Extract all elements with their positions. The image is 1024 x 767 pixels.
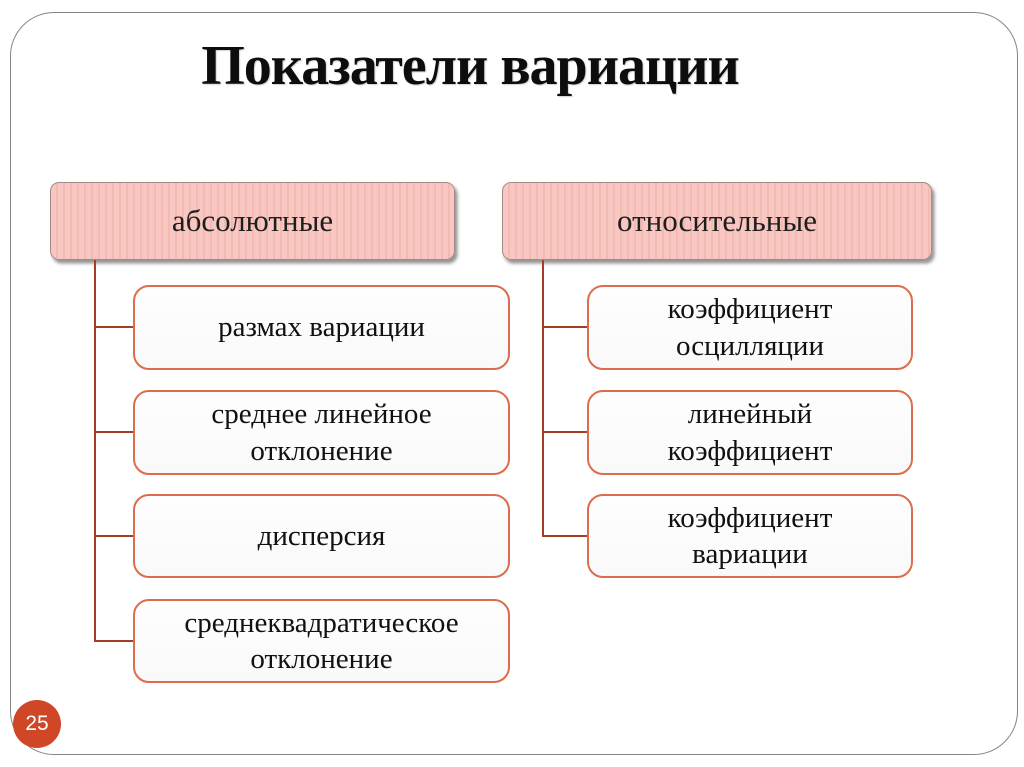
connector-left-stub-2 [94,431,133,433]
header-box-absolute: абсолютные [50,182,455,260]
page-number: 25 [25,712,49,735]
connector-right-stub-3 [542,535,587,537]
connector-left-stub-4 [94,640,133,642]
header-box-relative: относительные [502,182,932,260]
child-box-label: коэффициент осцилляции [667,293,833,362]
child-box-variation-coefficient: коэффициент вариации [587,494,913,578]
slide-title: Показатели вариации [201,35,740,97]
child-box-range-of-variation: размах вариации [133,285,510,370]
header-label-absolute: абсолютные [171,203,334,238]
child-box-label: коэффициент вариации [667,501,833,570]
child-box-oscillation-coefficient: коэффициент осцилляции [587,285,913,370]
child-box-dispersion: дисперсия [133,494,510,578]
child-box-label: размах вариации [218,311,425,344]
connector-right-stub-2 [542,431,587,433]
child-box-label: линейный коэффициент [667,398,833,467]
connector-left-vertical [94,260,96,642]
child-box-linear-coefficient: линейный коэффициент [587,390,913,475]
connector-right-stub-1 [542,326,587,328]
child-box-label: дисперсия [257,519,386,552]
connector-left-stub-1 [94,326,133,328]
child-box-label: среднеквадратическое отклонение [184,606,459,675]
header-label-relative: относительные [617,203,817,238]
child-box-standard-deviation: среднеквадратическое отклонение [133,599,510,683]
page-number-badge: 25 [13,700,61,748]
connector-left-stub-3 [94,535,133,537]
child-box-mean-linear-deviation: среднее линейное отклонение [133,390,510,475]
connector-right-vertical [542,260,544,537]
child-box-label: среднее линейное отклонение [211,398,432,467]
